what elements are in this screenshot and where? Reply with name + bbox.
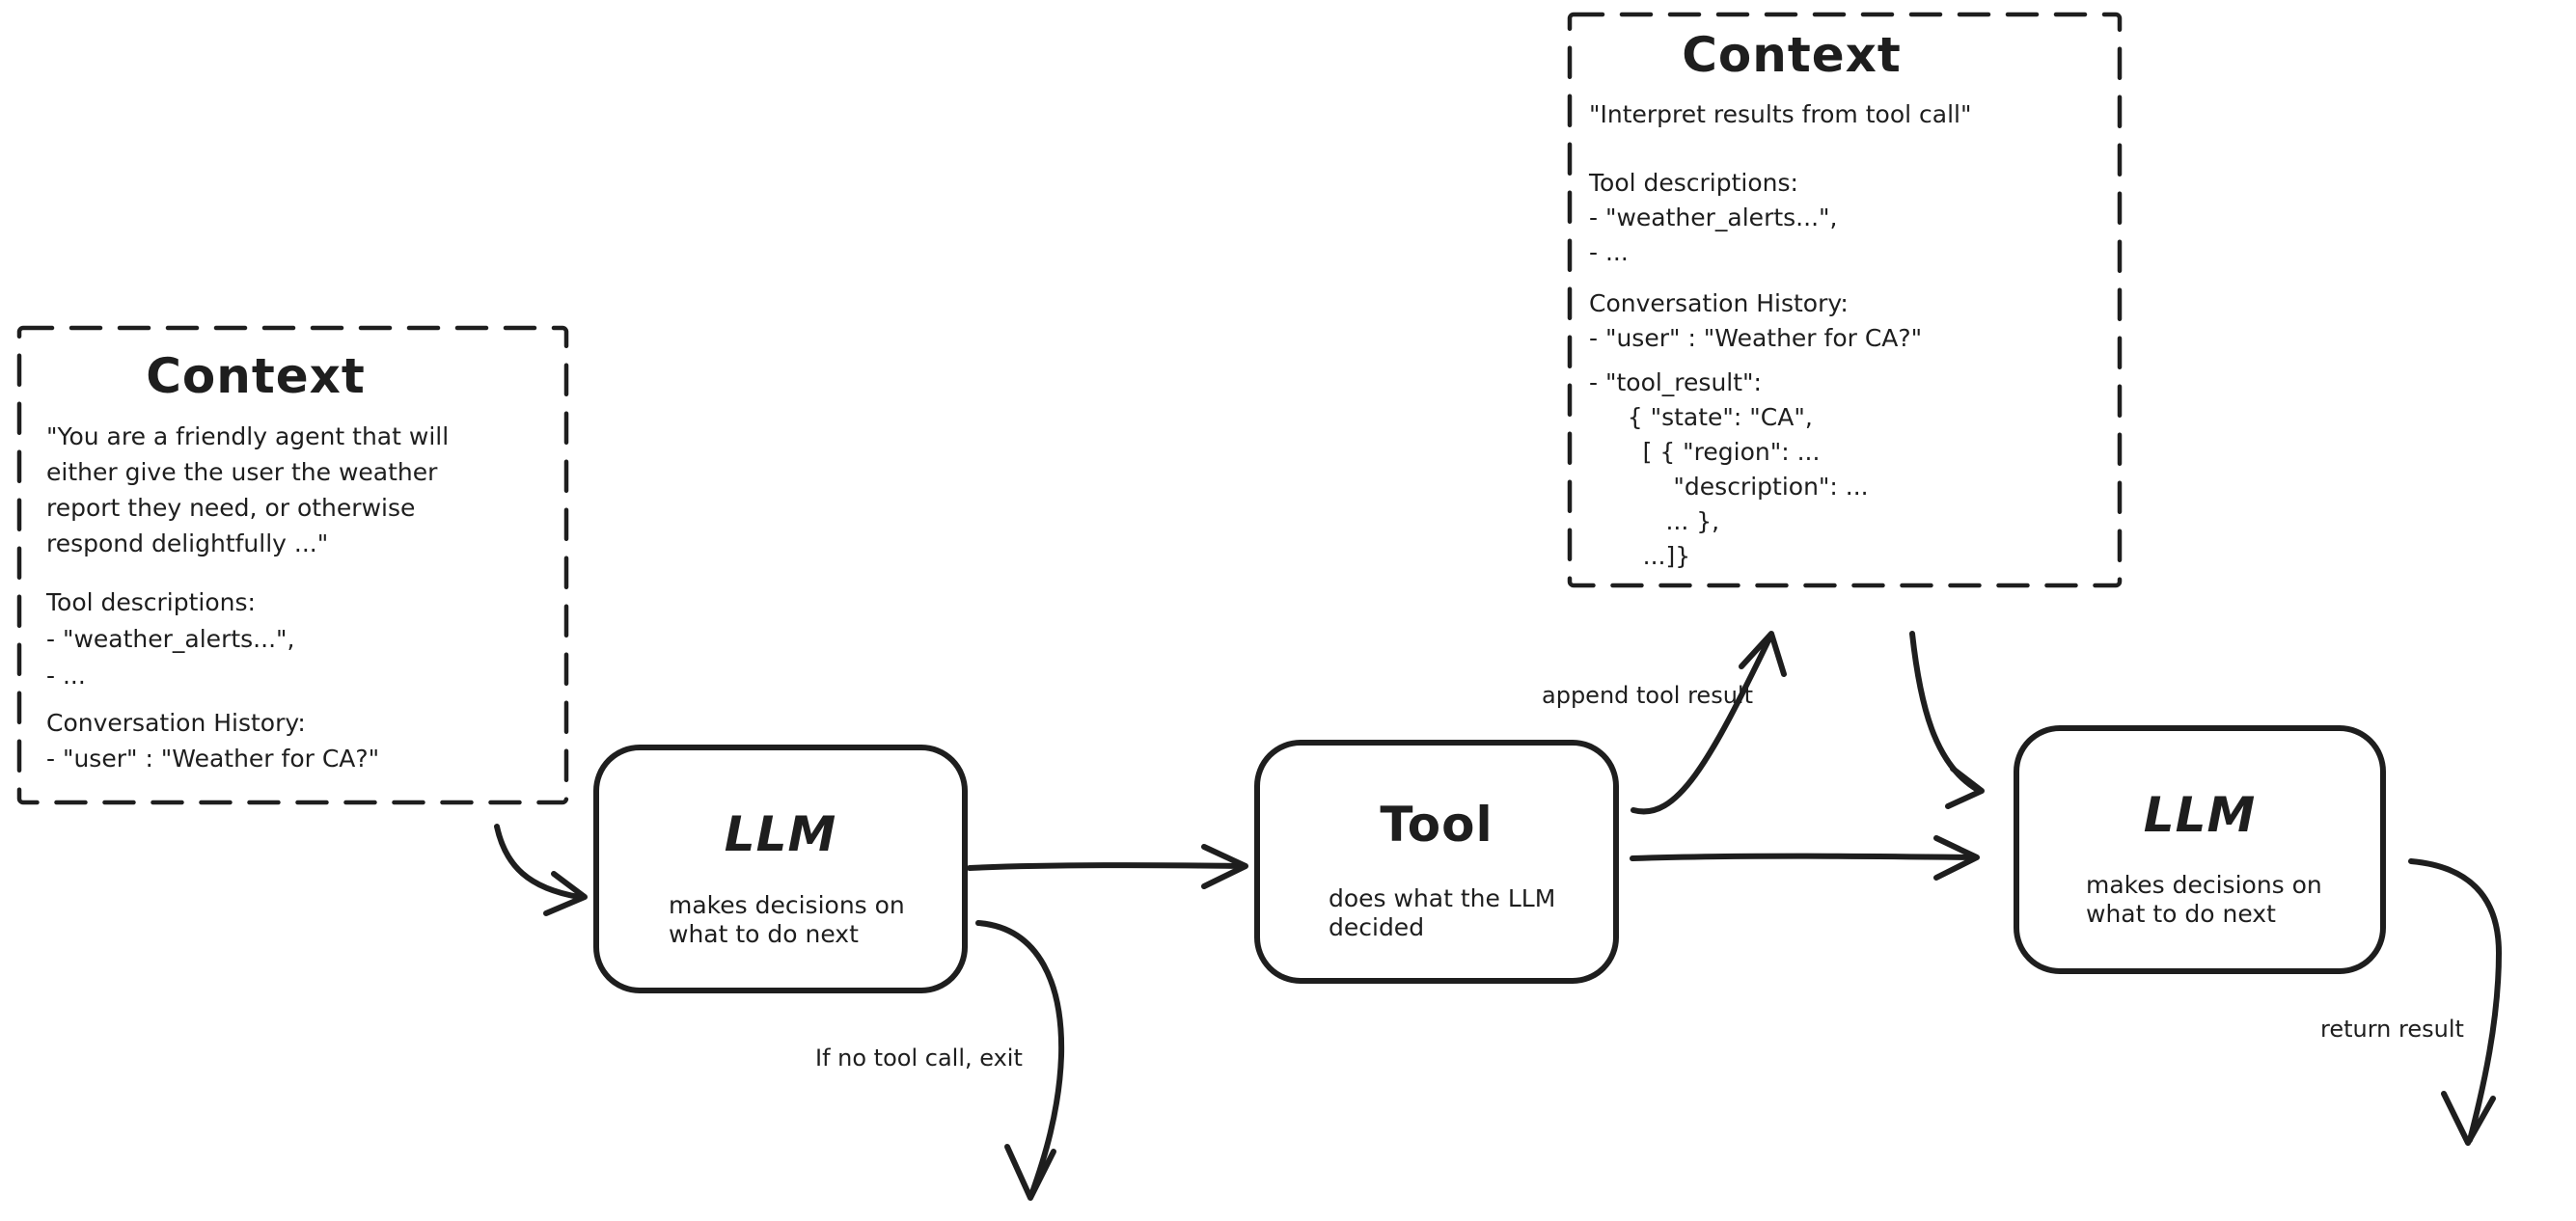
arrow-tool-to-context2	[1631, 636, 1772, 815]
edge-label-return-result: return result	[2320, 1016, 2464, 1043]
arrowhead-context2-to-llm2	[1945, 766, 1985, 809]
edge-label-append-tool-result: append tool result	[1542, 682, 1753, 709]
context2-conversation-history: Conversation History: - "user" : "Weathe…	[1589, 289, 1923, 352]
arrowhead-llm1-to-tool	[1201, 844, 1248, 889]
arrow-context1-to-llm1	[494, 824, 582, 900]
llm2-box-border	[2014, 725, 2386, 974]
llm1-box-border	[593, 745, 968, 993]
context2-tool-descriptions: Tool descriptions: - "weather_alerts..."…	[1589, 169, 1838, 266]
context2-title: Context	[1682, 27, 1902, 83]
context2-system-prompt: "Interpret results from tool call"	[1589, 100, 1972, 128]
context1-system-prompt: "You are a friendly agent that will eith…	[46, 422, 450, 557]
tool-title: Tool	[1380, 797, 1494, 853]
arrow-llm1-exit	[975, 920, 1065, 1198]
tool-subtitle: does what the LLM decided	[1329, 884, 1556, 941]
arrow-llm1-to-tool	[967, 862, 1246, 871]
arrowhead-tool-to-context2	[1739, 631, 1787, 677]
arrowhead-llm2-return	[2441, 1091, 2496, 1146]
arrowhead-context1-to-llm1	[543, 871, 588, 916]
llm2-title: LLM	[2143, 787, 2257, 843]
arrowhead-llm1-exit	[1004, 1144, 1056, 1201]
arrowhead-tool-to-llm2	[1933, 835, 1980, 881]
tool-box-border	[1254, 740, 1619, 984]
llm2-subtitle: makes decisions on what to do next	[2086, 871, 2322, 928]
arrow-llm2-return	[2408, 858, 2502, 1143]
arrow-tool-to-llm2	[1630, 853, 1977, 861]
context2-tool-result: - "tool_result": { "state": "CA", [ { "r…	[1589, 368, 1869, 570]
context1-tool-descriptions: Tool descriptions: - "weather_alerts..."…	[46, 588, 295, 690]
context-box-2-border	[1567, 12, 2123, 588]
context1-title: Context	[146, 348, 366, 404]
llm1-subtitle: makes decisions on what to do next	[669, 891, 905, 948]
context-box-1-border	[16, 325, 569, 805]
arrow-context2-to-llm2	[1909, 631, 1981, 793]
llm1-title: LLM	[724, 806, 837, 862]
edge-label-no-tool-call-exit: If no tool call, exit	[815, 1045, 1023, 1072]
context1-conversation-history: Conversation History: - "user" : "Weathe…	[46, 709, 380, 773]
